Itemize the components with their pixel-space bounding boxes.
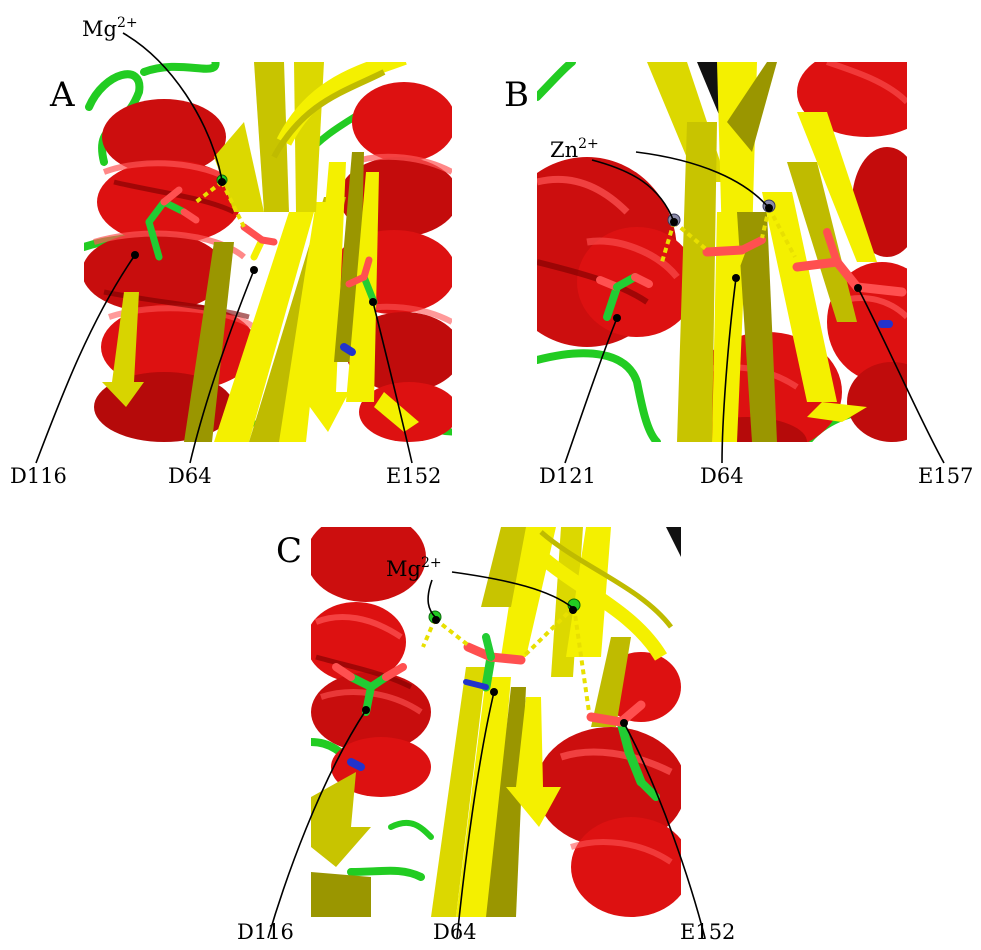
ion-charge: 2+ [420,555,442,571]
ion-element: Mg [386,557,421,581]
loop-coil [537,62,576,101]
ion-element: Mg [82,17,117,41]
ion-element: Zn [550,138,579,162]
loop-coil [347,866,425,881]
residue-label-d121-b: D121 [539,464,596,488]
ion-charge: 2+ [116,15,138,31]
residue-label-d116-c: D116 [237,920,294,944]
mg-ion-left [421,610,470,648]
panel-label-c: C [276,531,303,571]
residue-d121-sticks [596,273,653,321]
residue-label-d116-a: D116 [10,464,67,488]
panel-label-b: B [504,75,529,115]
alpha-helix-left [311,527,431,797]
ion-charge: 2+ [578,136,599,152]
panel-a-structure [84,62,452,442]
ion-label-a: Mg2+ [82,16,138,40]
ion-label-b: Zn2+ [550,137,599,161]
panel-label-a: A [50,75,75,115]
residue-label-d64-b: D64 [700,464,744,488]
residue-d116-sticks [145,186,200,261]
residue-d64-sticks [240,223,278,261]
residue-label-d64-c: D64 [433,920,477,944]
panel-b-structure [537,62,907,442]
residue-d64-sticks [702,236,766,281]
residue-label-d64-a: D64 [168,464,212,488]
loop-coil [140,62,220,76]
panel-c-structure [311,527,681,917]
residue-label-e152-c: E152 [680,920,736,944]
ion-label-c: Mg2+ [386,556,442,580]
loop-coil [537,349,661,442]
residue-d64-sticks [463,633,526,692]
residue-label-e157-b: E157 [918,464,974,488]
loop-coil [388,819,434,840]
residue-label-e152-a: E152 [386,464,442,488]
residue-e152-sticks [340,256,378,356]
